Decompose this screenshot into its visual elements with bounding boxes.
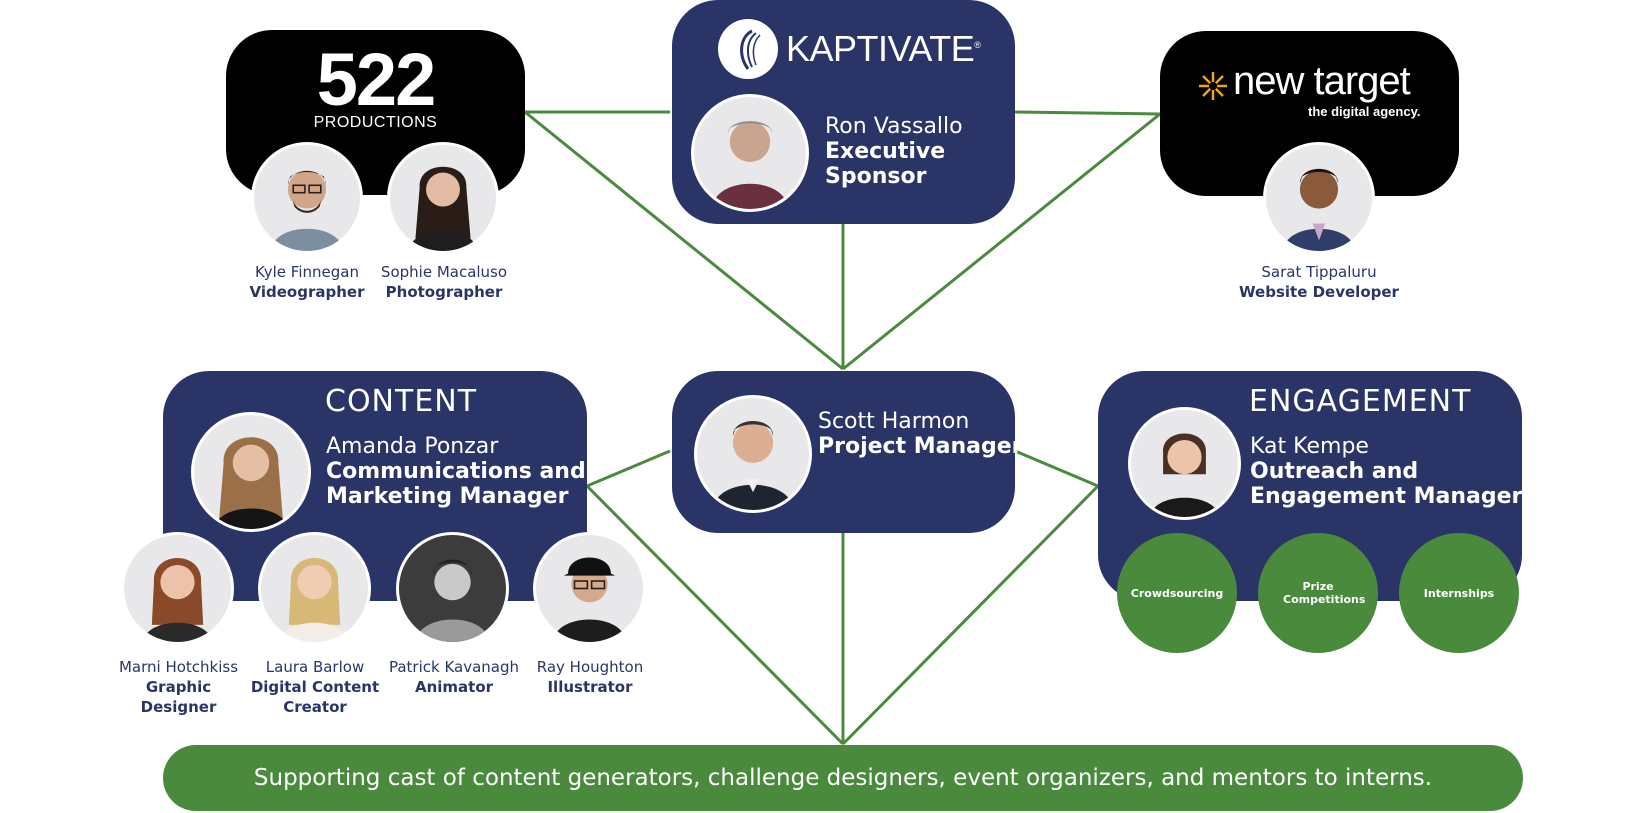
avatar-kyle-finnegan	[251, 142, 363, 254]
engagement-lead-name: Kat Kempe	[1250, 434, 1369, 459]
newtarget-logo-box: new target the digital agency.	[1160, 31, 1459, 196]
kaptivate-logo-icon	[718, 19, 778, 79]
role-laura-barlow-line1: Digital Content	[250, 678, 380, 696]
avatar-scott-harmon	[694, 395, 812, 513]
content-lead-label: Amanda Ponzar Communications and Marketi…	[326, 434, 586, 509]
role-marni-hotchkiss: Graphic Designer	[140, 678, 217, 716]
avatar-patrick-kavanagh	[396, 532, 509, 645]
name-patrick-kavanagh: Patrick Kavanagh	[388, 658, 520, 676]
avatar-marni-hotchkiss	[121, 532, 234, 645]
kaptivate-registered-mark: ®	[974, 40, 981, 50]
sponsor-name: Ron Vassallo	[825, 114, 963, 139]
name-sophie-macaluso: Sophie Macaluso	[380, 263, 508, 281]
engagement-lead-role-line1: Outreach and	[1250, 459, 1419, 484]
sponsor-role-line1: Executive	[825, 139, 946, 164]
name-marni-hotchkiss: Marni Hotchkiss	[118, 658, 239, 676]
kaptivate-logo-text: KAPTIVATE	[786, 28, 975, 69]
role-sarat-tippaluru: Website Developer	[1239, 283, 1399, 301]
program-internships: Internships	[1399, 533, 1519, 653]
connector-content-banner	[585, 484, 845, 746]
role-patrick-kavanagh: Animator	[414, 678, 494, 696]
avatar-sophie-macaluso	[387, 142, 499, 254]
manager-name: Scott Harmon	[818, 409, 970, 434]
avatar-amanda-ponzar	[191, 412, 311, 532]
productions-logo-number: 522	[316, 38, 436, 121]
supporting-cast-text: Supporting cast of content generators, c…	[253, 765, 1433, 791]
avatar-laura-barlow	[258, 532, 371, 645]
program-crowdsourcing: Crowdsourcing	[1117, 533, 1237, 653]
program-internships-label: Internships	[1423, 586, 1495, 600]
content-lead-role-line2: Marketing Manager	[326, 484, 569, 509]
role-sophie-macaluso: Photographer	[385, 283, 503, 301]
caption-laura-barlow: Laura Barlow Digital Content Creator	[250, 657, 380, 717]
program-prize-competitions: Prize Competitions	[1258, 533, 1378, 653]
role-laura-barlow-line2: Creator	[283, 698, 347, 716]
productions-logo-label: PRODUCTIONS	[313, 114, 438, 131]
connector-newtarget-manager	[842, 112, 1161, 371]
connector-522-manager	[524, 110, 844, 371]
sponsor-label: Ron Vassallo Executive Sponsor	[825, 114, 963, 189]
newtarget-logo-text: new target	[1233, 59, 1411, 103]
caption-sophie-macaluso: Sophie Macaluso Photographer	[370, 262, 518, 302]
caption-sarat-tippaluru: Sarat Tippaluru Website Developer	[1219, 262, 1419, 302]
role-ray-houghton: Illustrator	[547, 678, 633, 696]
avatar-ray-houghton	[533, 532, 646, 645]
manager-label: Scott Harmon Project Manager	[818, 409, 1023, 459]
connector-manager-engagement	[1014, 449, 1099, 488]
newtarget-starburst-icon	[1199, 72, 1227, 100]
supporting-cast-banner: Supporting cast of content generators, c…	[163, 745, 1523, 811]
connector-engagement-banner	[841, 484, 1100, 746]
content-lead-name: Amanda Ponzar	[326, 434, 499, 459]
caption-patrick-kavanagh: Patrick Kavanagh Animator	[381, 657, 527, 697]
role-kyle-finnegan: Videographer	[249, 283, 365, 301]
sponsor-role-line2: Sponsor	[825, 164, 927, 189]
manager-role: Project Manager	[818, 434, 1023, 459]
avatar-ron-vassallo	[691, 94, 809, 212]
content-lead-role-line1: Communications and	[326, 459, 586, 484]
name-ray-houghton: Ray Houghton	[536, 658, 644, 676]
name-laura-barlow: Laura Barlow	[265, 658, 365, 676]
caption-marni-hotchkiss: Marni Hotchkiss Graphic Designer	[107, 657, 250, 717]
caption-kyle-finnegan: Kyle Finnegan Videographer	[238, 262, 376, 302]
name-sarat-tippaluru: Sarat Tippaluru	[1261, 263, 1377, 281]
avatar-sarat-tippaluru	[1263, 142, 1375, 254]
avatar-kat-kempe	[1128, 407, 1241, 520]
caption-ray-houghton: Ray Houghton Illustrator	[525, 657, 655, 697]
newtarget-tagline: the digital agency.	[1308, 104, 1421, 119]
engagement-heading: ENGAGEMENT	[1249, 384, 1472, 419]
engagement-lead-label: Kat Kempe Outreach and Engagement Manage…	[1250, 434, 1522, 509]
name-kyle-finnegan: Kyle Finnegan	[255, 263, 359, 281]
program-crowdsourcing-label: Crowdsourcing	[1130, 586, 1224, 600]
program-prize-competitions-label: Prize Competitions	[1283, 580, 1366, 606]
connector-manager-content	[586, 449, 671, 488]
engagement-lead-role-line2: Engagement Manager	[1250, 484, 1523, 509]
connector-kaptivate-newtarget	[1014, 110, 1161, 116]
content-heading: CONTENT	[325, 384, 478, 419]
